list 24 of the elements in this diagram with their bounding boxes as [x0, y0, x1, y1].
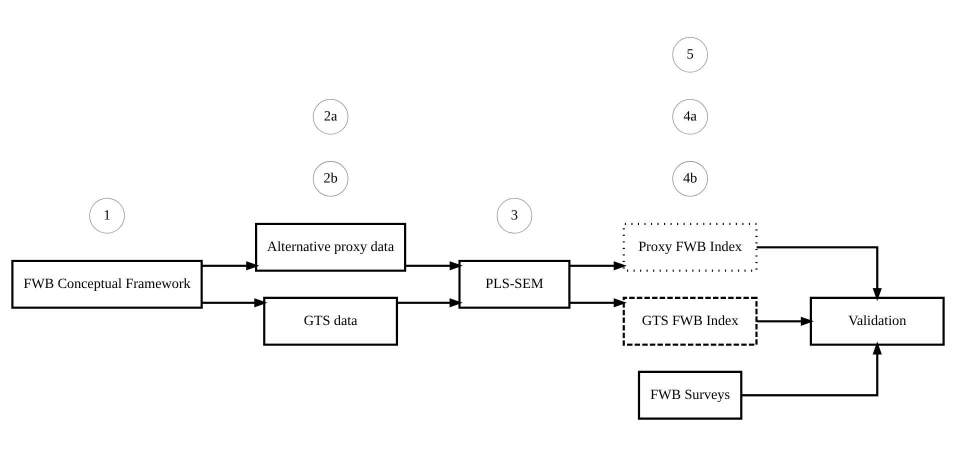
- node-circle: 2a: [312, 98, 348, 134]
- node-box: PLS-SEM: [458, 259, 570, 308]
- arrow: [756, 316, 814, 326]
- arrow: [396, 298, 463, 307]
- arrow: [570, 260, 627, 270]
- node-box: Proxy FWB Index: [622, 222, 758, 272]
- node-circle: 3: [496, 198, 532, 233]
- node-circle: 5: [672, 36, 708, 72]
- node-circle: 1: [89, 198, 125, 233]
- node-box: Alternative proxy data: [254, 222, 406, 272]
- arrow: [202, 260, 260, 270]
- node-box: FWB Conceptual Framework: [11, 259, 203, 308]
- node-circle: 4b: [672, 160, 708, 196]
- node-box: Validation: [810, 296, 945, 346]
- arrow: [570, 298, 627, 307]
- arrow: [756, 246, 882, 301]
- node-box: GTS data: [263, 296, 398, 346]
- node-circle: 4a: [672, 98, 708, 134]
- arrow: [405, 260, 463, 270]
- node-box: FWB Surveys: [638, 370, 742, 420]
- arrow: [202, 298, 268, 307]
- node-circle: 2b: [312, 160, 348, 196]
- arrow: [742, 340, 882, 396]
- node-box: GTS FWB Index: [622, 296, 758, 346]
